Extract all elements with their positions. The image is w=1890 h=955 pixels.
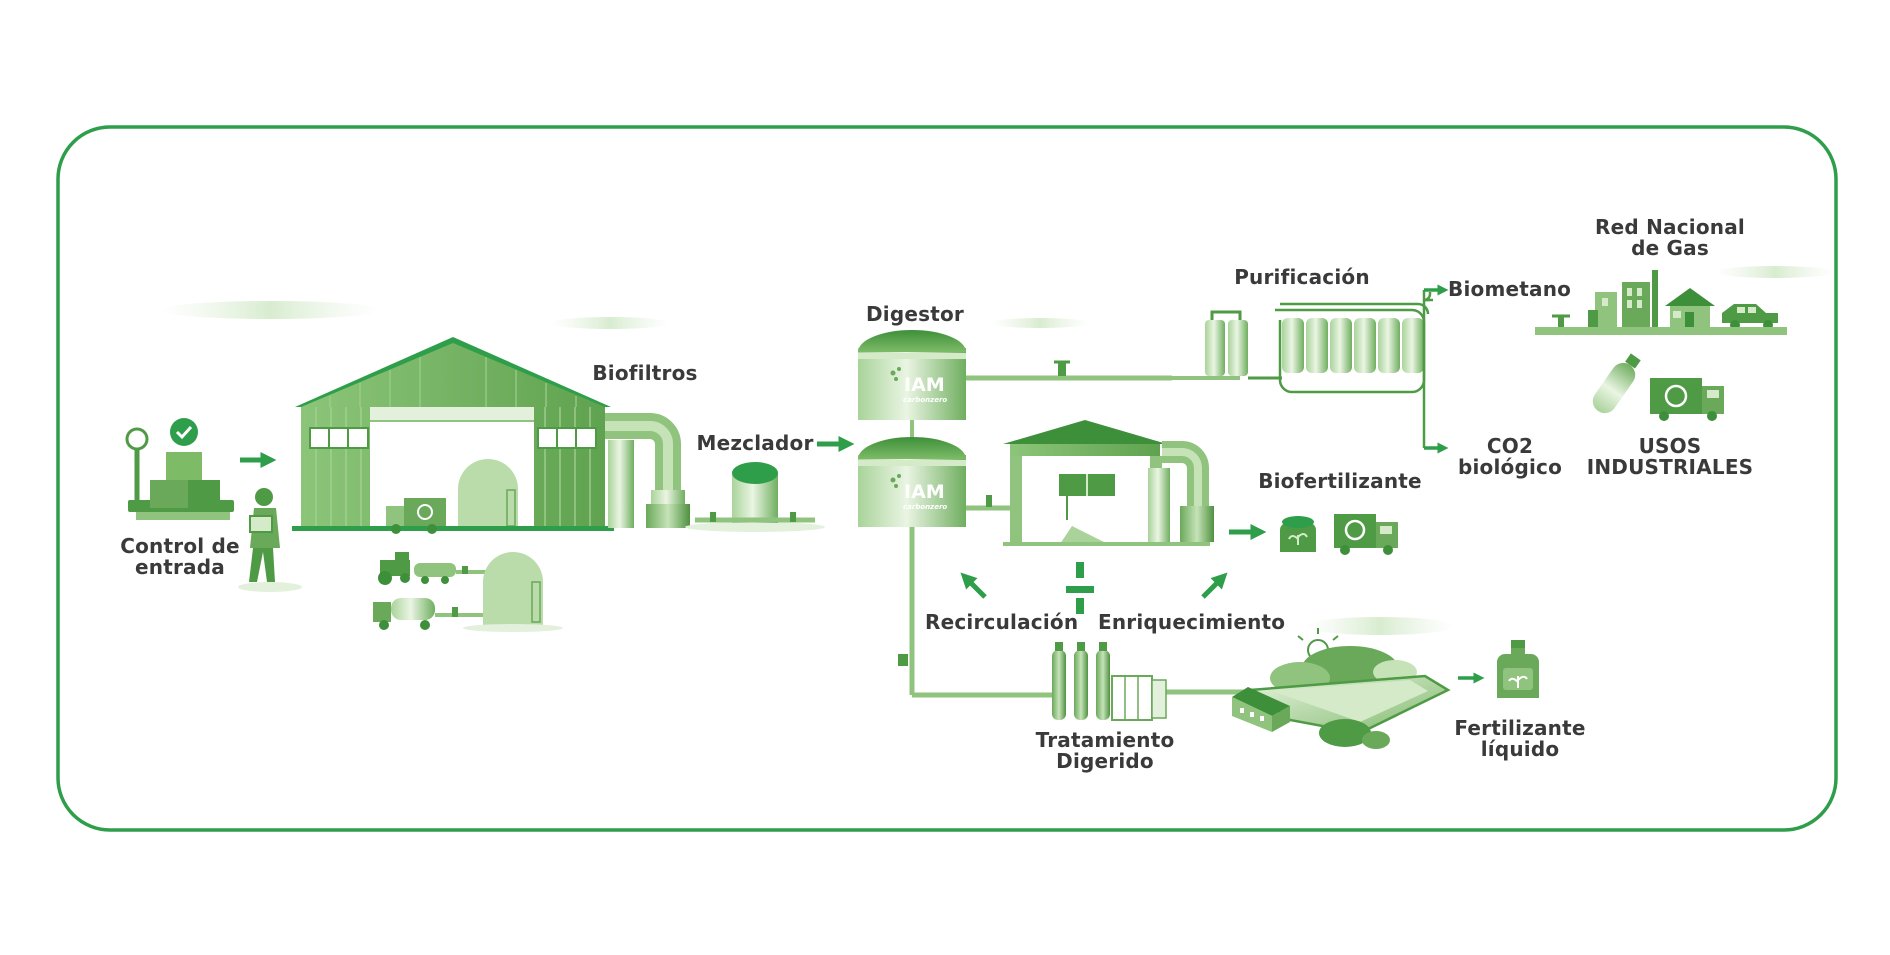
gas-line: [1535, 314, 1787, 335]
label-purificacion: Purificación: [1234, 265, 1370, 289]
digester-logo-tagline: carbonzero: [903, 503, 947, 511]
label-biometano: Biometano: [1448, 277, 1572, 301]
flow-arrow: [960, 572, 987, 599]
label-control-line2: entrada: [135, 555, 225, 579]
truck-icon: [386, 498, 446, 534]
cloud-decor: [160, 266, 1835, 635]
label-control-line1: Control de: [120, 534, 240, 558]
pipe: [1422, 290, 1432, 448]
worker-icon: [238, 488, 302, 592]
pipe: [966, 360, 1240, 381]
label-mezclador: Mezclador: [696, 431, 814, 455]
label-usos-industriales: USOS INDUSTRIALES: [1585, 436, 1755, 478]
label-usos-line1: USOS: [1638, 434, 1702, 458]
valve-icon: [1066, 562, 1094, 614]
label-fertilizante-line2: líquido: [1480, 737, 1560, 761]
jerrycan-icon: [1497, 640, 1539, 698]
car-icon: [1722, 304, 1778, 330]
truck-icon: [1334, 514, 1398, 555]
label-tratamiento-digerido: Tratamiento Digerido: [1030, 730, 1180, 772]
biofilter-duct: [605, 413, 690, 528]
diagram-border: [56, 125, 1838, 832]
tractor-icon: [378, 552, 490, 585]
tank-truck-icon: [373, 598, 485, 630]
label-recirculacion: Recirculación: [925, 610, 1079, 634]
label-fertilizante-liquido: Fertilizante líquido: [1450, 718, 1590, 760]
label-digestor: Digestor: [865, 302, 964, 326]
mixer-tank-icon: [685, 462, 825, 532]
field-icon: [1232, 628, 1451, 749]
label-co2-biologico: CO2 biológico: [1445, 436, 1575, 478]
label-fertilizante-line1: Fertilizante: [1454, 716, 1586, 740]
label-co2-line2: biológico: [1457, 455, 1563, 479]
gas-cylinder-icon: [1592, 353, 1641, 414]
flow-arrow: [1201, 572, 1228, 599]
label-enriquecimiento: Enriquecimiento: [1098, 610, 1286, 634]
digester-tank-icon: [858, 330, 966, 527]
label-red-nacional-gas: Red Nacional de Gas: [1580, 217, 1760, 259]
truck-icon: [1650, 378, 1724, 421]
label-usos-line2: INDUSTRIALES: [1586, 455, 1754, 479]
house-icon: [1665, 288, 1715, 327]
treatment-building-icon: [966, 420, 1214, 546]
label-co2-line1: CO2: [1486, 434, 1534, 458]
label-red-line2: de Gas: [1631, 236, 1709, 260]
digester-logo-tagline: carbonzero: [903, 396, 947, 404]
warehouse-icon: [292, 337, 614, 531]
label-red-line1: Red Nacional: [1595, 215, 1745, 239]
purification-columns-icon: [1205, 298, 1433, 394]
fertilizer-sack-icon: [1280, 516, 1316, 552]
digester-logo: IAM: [904, 481, 945, 503]
label-tratamiento-line1: Tratamiento: [1035, 728, 1175, 752]
factory-icon: [1588, 270, 1658, 327]
label-biofiltros: Biofiltros: [592, 361, 698, 385]
label-biofertilizante: Biofertilizante: [1258, 469, 1422, 493]
digester-logo: IAM: [904, 374, 945, 396]
scale-icon: [125, 427, 234, 520]
pipe: [898, 527, 1250, 698]
label-control-entrada: Control de entrada: [110, 536, 250, 578]
label-tratamiento-line2: Digerido: [1056, 749, 1154, 773]
storage-shed-icon: [463, 552, 563, 632]
gas-bottles-icon: [1052, 642, 1167, 721]
check-badge-icon: [170, 418, 198, 446]
